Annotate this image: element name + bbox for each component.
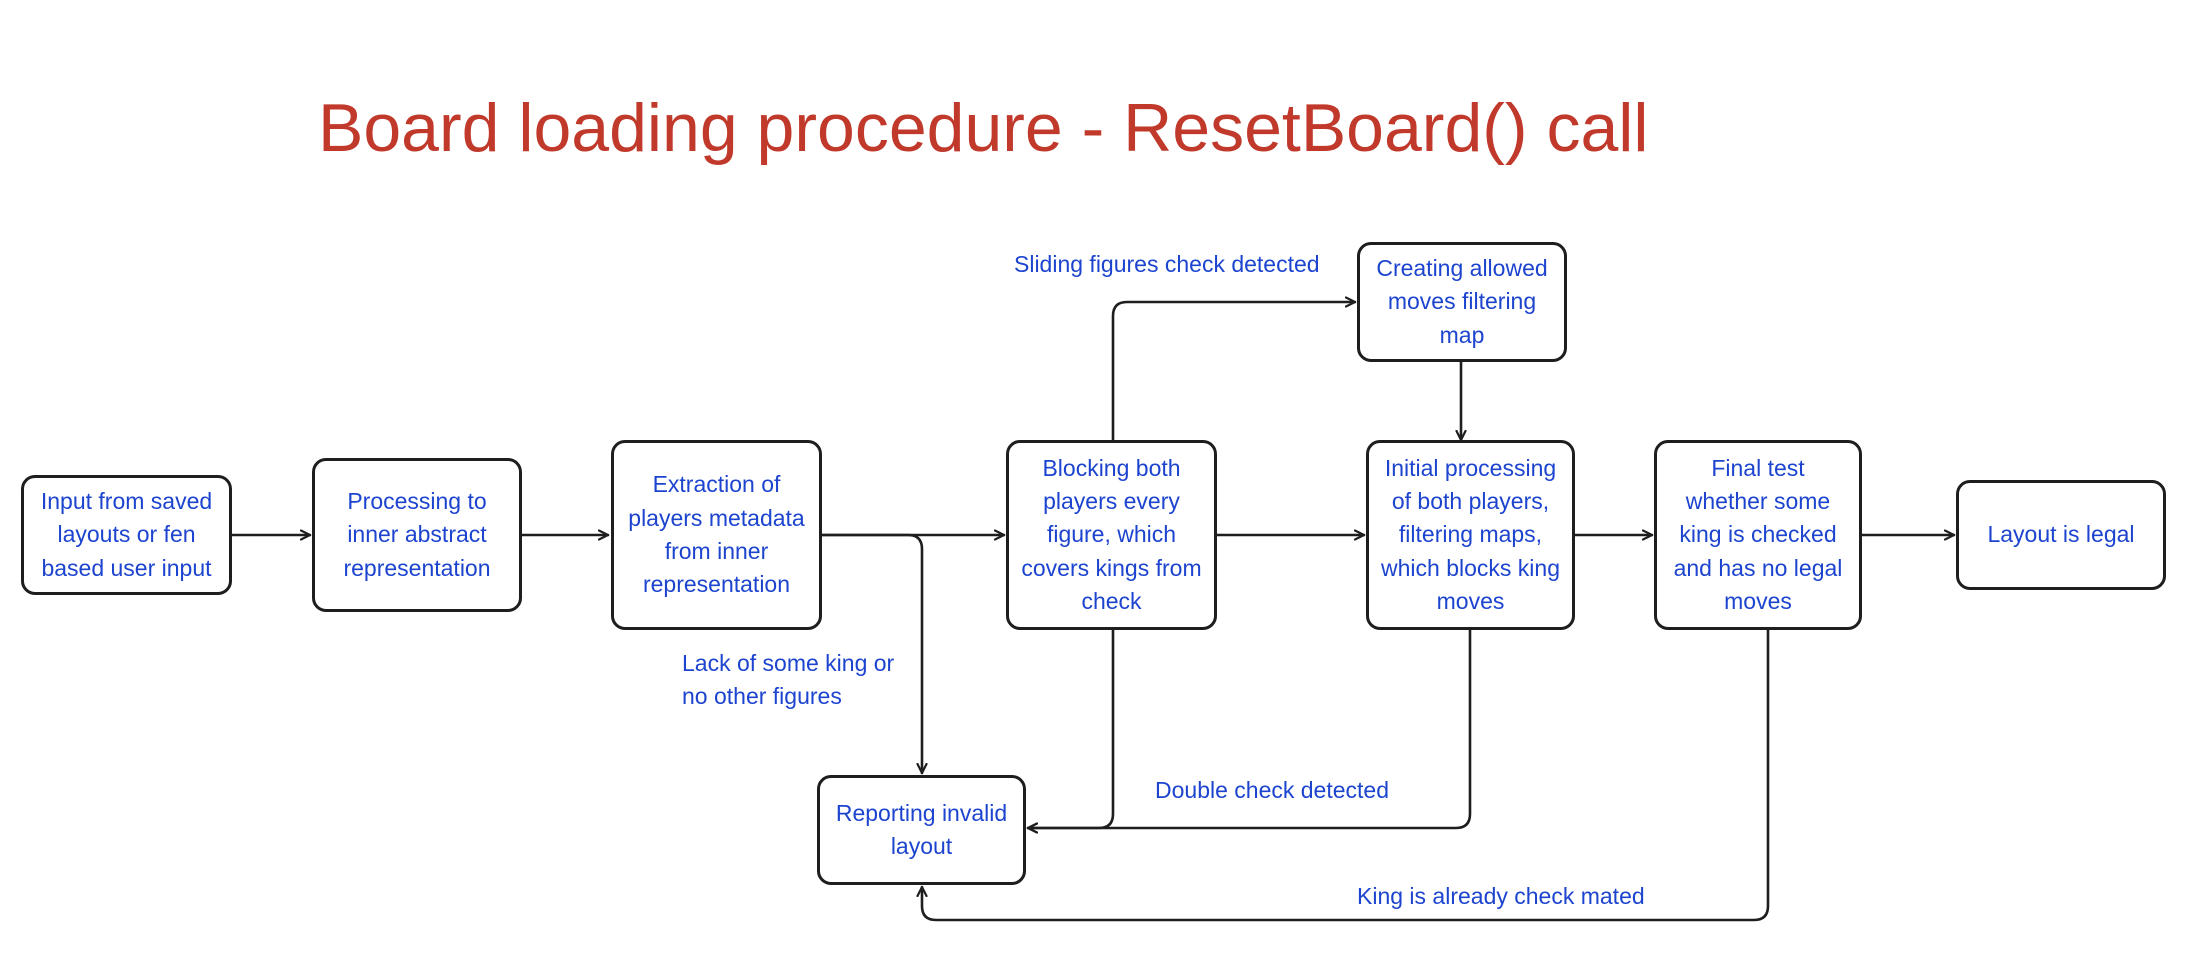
label-lack-of-king: Lack of some king or no other figures	[682, 650, 895, 710]
node-input: Input from saved layouts or fen based us…	[21, 475, 232, 595]
node-processing: Processing to inner abstract representat…	[312, 458, 522, 612]
diagram-title: Board loading procedure - ResetBoard() c…	[318, 90, 1649, 166]
node-invalid: Reporting invalid layout	[817, 775, 1026, 885]
node-creating-map: Creating allowed moves filtering map	[1357, 242, 1567, 362]
node-legal: Layout is legal	[1956, 480, 2166, 590]
arrow-extraction-to-invalid	[820, 533, 922, 775]
label-double-check: Double check detected	[1155, 777, 1389, 803]
node-extraction: Extraction of players metadata from inne…	[611, 440, 822, 630]
label-sliding-check: Sliding figures check detected	[1014, 251, 1320, 277]
arrow-initial-processing-to-invalid	[1026, 628, 1472, 828]
arrow-final-test-to-invalid	[922, 628, 1770, 922]
label-check-mated: King is already check mated	[1357, 883, 1645, 909]
arrow-blocking-to-creating-map	[1111, 302, 1357, 442]
node-blocking: Blocking both players every figure, whic…	[1006, 440, 1217, 630]
arrow-blocking-to-invalid	[1026, 628, 1115, 828]
node-initial-processing: Initial processing of both players, filt…	[1366, 440, 1575, 630]
node-final-test: Final test whether some king is checked …	[1654, 440, 1862, 630]
